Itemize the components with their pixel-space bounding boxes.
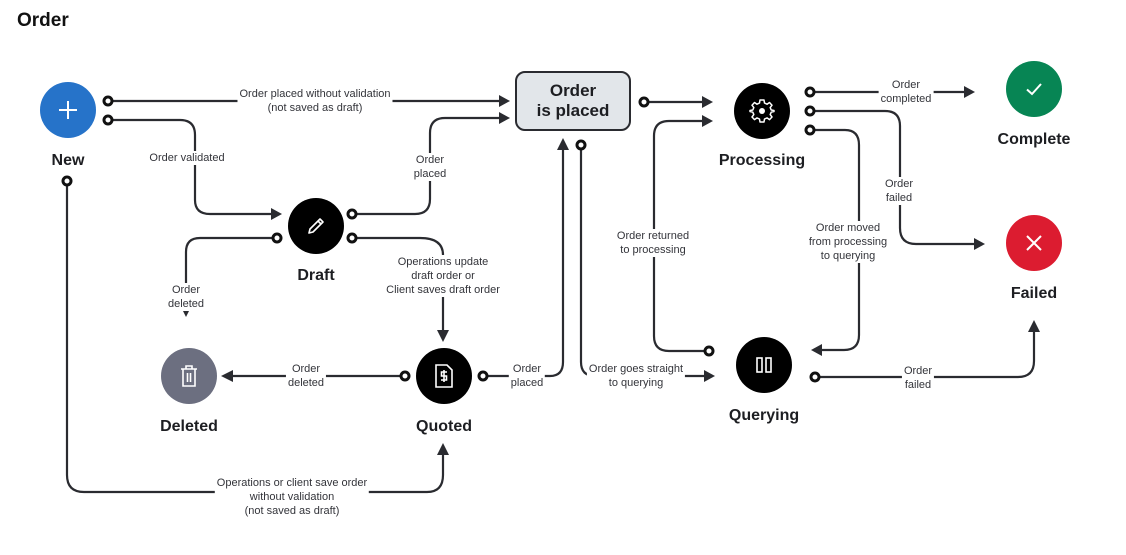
connector-dot [638,96,650,108]
connector-dot [575,139,587,151]
page-title: Order [17,10,69,31]
connector-dot [804,124,816,136]
connector-dot [346,208,358,220]
arrowhead [811,344,822,356]
edge-draft-to-deleted [184,236,277,305]
node-label-processing: Processing [718,152,806,169]
edge-new-to-draft [108,118,272,216]
arrowhead [702,96,713,108]
edge-label-placed-to-querying: Order goes straight to querying [586,362,686,390]
arrowhead [499,112,510,124]
arrowhead [499,95,510,107]
edge-label-new-to-quoted: Operations or client save order without … [214,476,370,518]
node-complete[interactable] [1006,61,1062,117]
arrowhead [964,86,975,98]
node-label-querying: Querying [728,407,800,424]
gear-icon [749,99,775,123]
edge-label-querying-to-failed: Order failed [901,364,935,392]
plus-icon [59,101,77,119]
node-deleted[interactable] [161,348,217,404]
arrowhead [974,238,985,250]
arrowhead [437,443,449,455]
node-querying[interactable] [736,337,792,393]
node-quoted[interactable] [416,348,472,404]
node-new[interactable] [40,82,96,138]
connector-dot [102,114,114,126]
edge-draft-to-quoted [352,236,445,330]
node-label-deleted: Deleted [160,418,218,435]
node-label-failed: Failed [1010,285,1058,302]
connector-dot [271,232,283,244]
arrowhead [221,370,233,382]
connector-dot [346,232,358,244]
close-icon [1026,235,1042,251]
edge-label-new-to-draft: Order validated [147,151,227,165]
node-draft[interactable] [288,198,344,254]
edge-label-new-to-placed: Order placed without validation (not sav… [237,87,393,115]
connector-dot [399,370,411,382]
arrowhead [437,330,449,342]
connector-dot [804,86,816,98]
edge-quoted-to-placed [483,150,565,378]
edge-label-processing-to-querying: Order moved from processing to querying [806,221,890,263]
connector-dot [102,95,114,107]
arrowhead [1028,320,1040,332]
connector-dot [809,371,821,383]
node-label-complete: Complete [997,131,1071,148]
check-icon [1026,83,1042,96]
node-order-placed[interactable]: Order is placed [515,71,631,131]
edge-label-querying-to-processing: Order returned to processing [614,229,692,257]
node-label-new: New [51,152,85,169]
node-processing[interactable] [734,83,790,139]
edge-label-draft-to-placed: Order placed [411,153,449,181]
pencil-icon [308,218,324,234]
arrowhead [271,208,282,220]
edge-label-quoted-to-deleted: Order deleted [285,362,327,390]
edge-new-to-quoted [65,181,445,494]
connector-dot [703,345,715,357]
connector-dot [804,105,816,117]
node-failed[interactable] [1006,215,1062,271]
edge-placed-to-querying [579,145,705,378]
node-label-order-placed: Order is placed [536,81,610,120]
edge-querying-to-failed [815,332,1036,379]
node-label-draft: Draft [297,267,335,284]
arrowhead [557,138,569,150]
connector-dot [61,175,73,187]
pause-icon [756,357,772,373]
node-label-quoted: Quoted [416,418,472,435]
edge-label-quoted-to-placed: Order placed [508,362,546,390]
edge-label-processing-to-failed: Order failed [882,177,916,205]
edge-label-processing-to-complete: Order completed [878,78,934,106]
arrowhead [704,370,715,382]
edge-label-draft-to-deleted: Order deleted [165,283,207,311]
arrowhead [702,115,713,127]
invoice-dollar-icon [435,364,453,388]
connector-dot [477,370,489,382]
trash-icon [181,365,197,387]
edge-label-draft-to-quoted: Operations update draft order or Client … [384,255,502,297]
